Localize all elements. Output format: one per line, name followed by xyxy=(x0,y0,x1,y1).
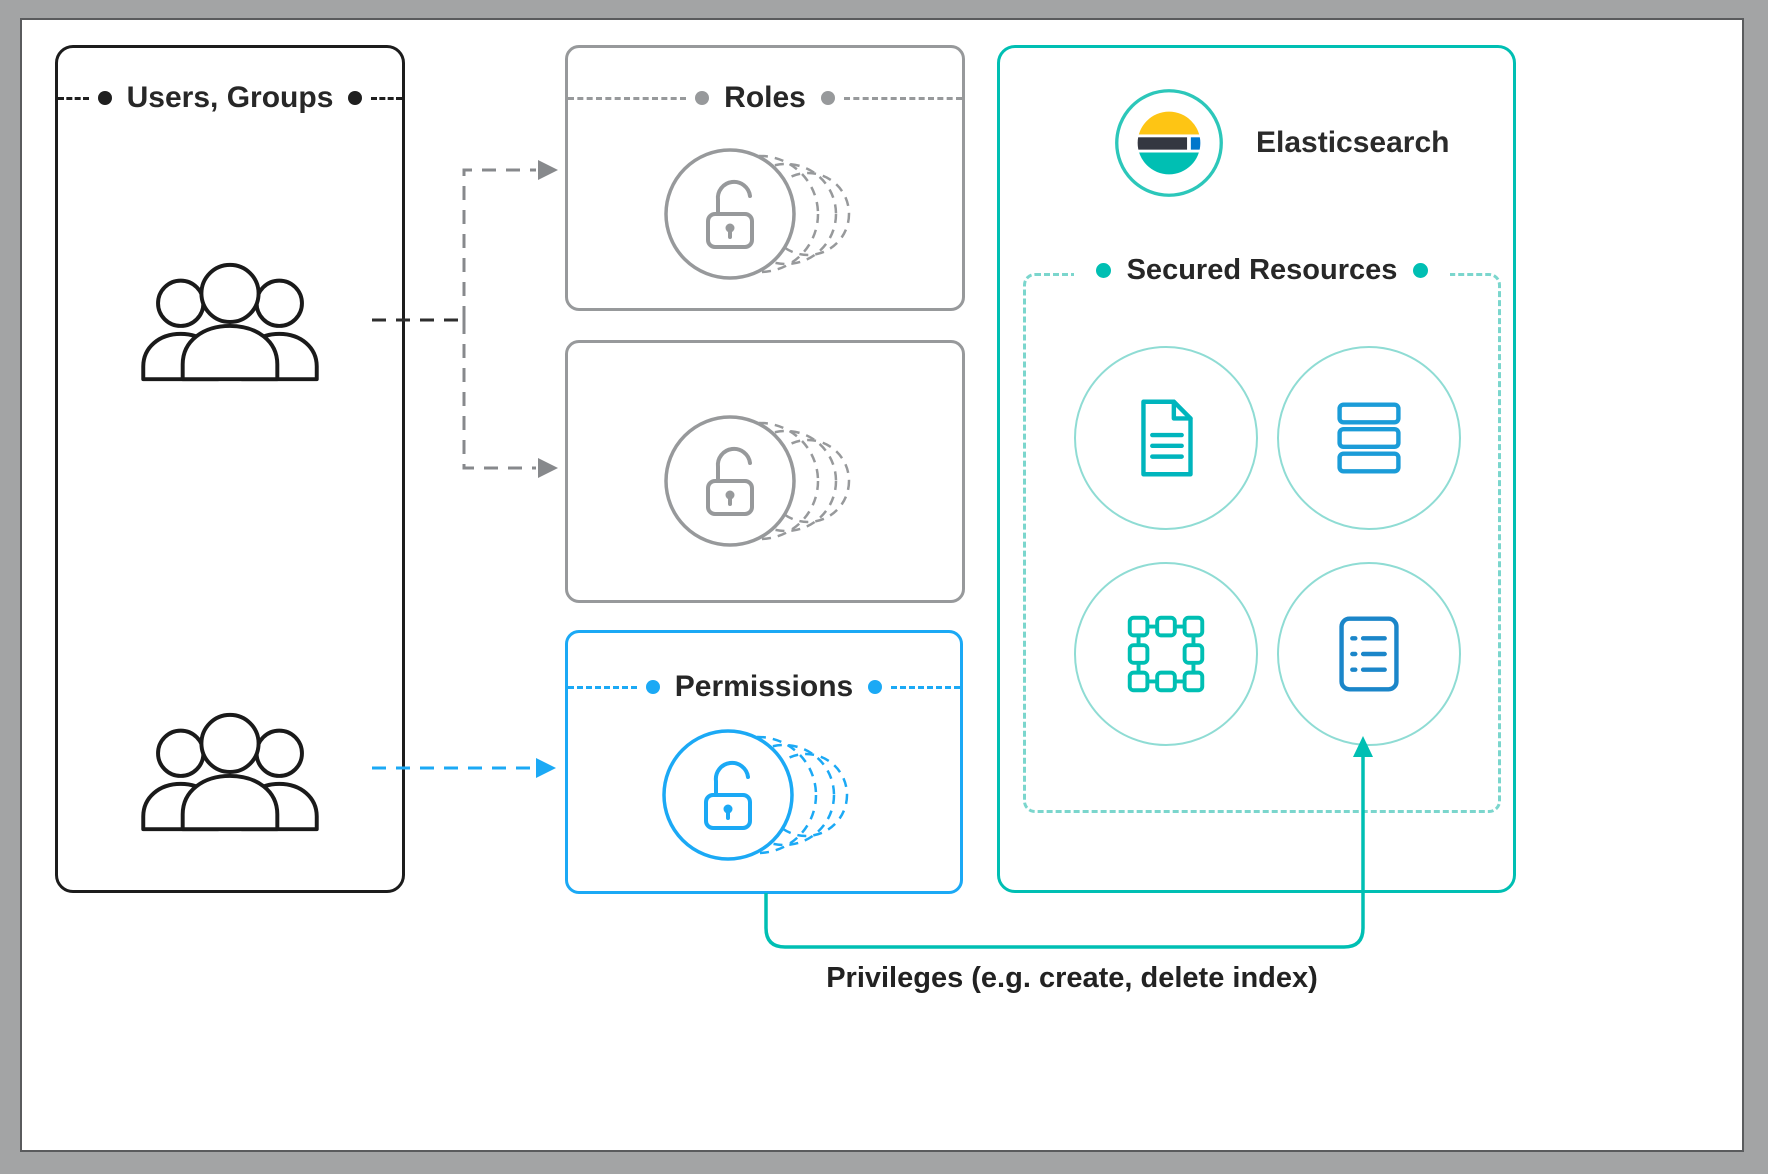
roles-panel: Roles xyxy=(565,45,965,311)
bullet-dot xyxy=(820,91,835,105)
elasticsearch-panel: Elasticsearch Secured Resources xyxy=(997,45,1516,893)
secured-resources-title: Secured Resources xyxy=(1126,254,1398,286)
users-group-icon xyxy=(141,262,319,382)
permissions-panel: Permissions xyxy=(565,630,963,894)
elasticsearch-header: Elasticsearch xyxy=(1112,86,1449,200)
privileges-caption: Privileges (e.g. create, delete index) xyxy=(826,962,1318,994)
bullet-dot xyxy=(348,91,363,105)
bullet-dot xyxy=(645,680,660,694)
stack-icon xyxy=(1337,402,1401,474)
bullet-dot xyxy=(1095,263,1111,278)
bullet-dot xyxy=(97,91,112,105)
users-groups-header: Users, Groups xyxy=(58,78,403,118)
roles-header: Roles xyxy=(568,78,963,118)
dashed-line xyxy=(568,96,687,100)
secured-resources-header: Secured Resources xyxy=(1026,254,1498,287)
dashed-line xyxy=(58,96,89,100)
bullet-dot xyxy=(695,91,710,105)
resource-cluster xyxy=(1074,562,1258,746)
document-icon xyxy=(1141,399,1193,477)
dashed-line xyxy=(568,685,637,689)
users-groups-panel: Users, Groups xyxy=(55,45,405,893)
dashed-line xyxy=(371,96,403,100)
resource-document xyxy=(1074,346,1258,530)
list-icon xyxy=(1339,616,1399,692)
dashed-line xyxy=(891,685,961,689)
resource-list xyxy=(1277,562,1461,746)
roles-panel-secondary xyxy=(565,340,965,603)
permissions-title: Permissions xyxy=(674,670,854,703)
bullet-dot xyxy=(868,680,883,694)
unlocked-padlock-icon xyxy=(664,148,851,280)
resource-stack xyxy=(1277,346,1461,530)
elasticsearch-logo xyxy=(1115,89,1223,197)
permissions-header: Permissions xyxy=(568,667,961,707)
users-group-icon xyxy=(141,712,319,832)
bullet-dot xyxy=(1413,263,1429,278)
secured-resources-box: Secured Resources xyxy=(1023,254,1501,813)
dashed-line xyxy=(843,96,963,100)
roles-title: Roles xyxy=(724,81,806,114)
unlocked-padlock-icon xyxy=(662,729,849,861)
unlocked-padlock-icon xyxy=(664,415,851,547)
cluster-icon xyxy=(1127,615,1205,693)
users-groups-title: Users, Groups xyxy=(126,81,334,114)
elasticsearch-title: Elasticsearch xyxy=(1256,126,1450,159)
